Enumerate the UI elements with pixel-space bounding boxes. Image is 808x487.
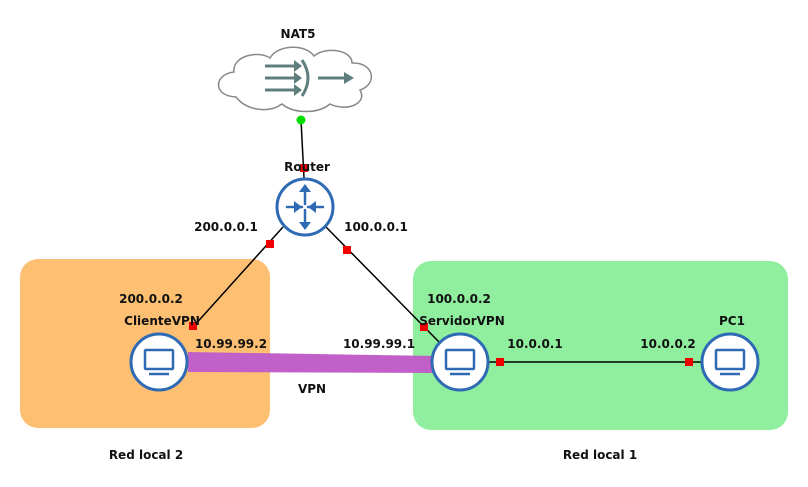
port-servidor-wan [420,323,428,331]
pc1-monitor-icon[interactable] [700,332,760,392]
router-icon[interactable] [275,177,335,237]
router-right-ip: 100.0.0.1 [344,220,408,234]
vpn-tunnel-label: VPN [298,382,326,396]
zone-local-2-label: Red local 2 [109,448,183,462]
port-nat-up [296,115,306,125]
cliente-wan-ip: 200.0.0.2 [119,292,183,306]
router-label: Router [284,160,330,174]
pc1-lan-ip: 10.0.0.2 [640,337,695,351]
port-router-top [300,164,308,172]
cliente-label: ClienteVPN [124,314,200,328]
nat-label: NAT5 [281,27,316,41]
port-router-left [266,240,274,248]
port-cliente-wan [189,322,197,330]
cloud-nat-icon[interactable] [217,46,372,113]
servidor-monitor-icon[interactable] [430,332,490,392]
zone-red-local-1 [413,261,788,430]
port-servidor-lan [496,358,504,366]
router-left-ip: 200.0.0.1 [194,220,258,234]
pc1-label: PC1 [719,314,745,328]
cliente-monitor-icon[interactable] [129,332,189,392]
cliente-vpn-ip: 10.99.99.2 [195,337,267,351]
servidor-wan-ip: 100.0.0.2 [427,292,491,306]
zone-local-1-label: Red local 1 [563,448,637,462]
servidor-vpn-ip: 10.99.99.1 [343,337,415,351]
port-router-right [343,246,351,254]
servidor-lan-ip: 10.0.0.1 [507,337,562,351]
port-pc1-lan [685,358,693,366]
servidor-label: ServidorVPN [419,314,505,328]
vpn-tunnel [188,352,438,373]
